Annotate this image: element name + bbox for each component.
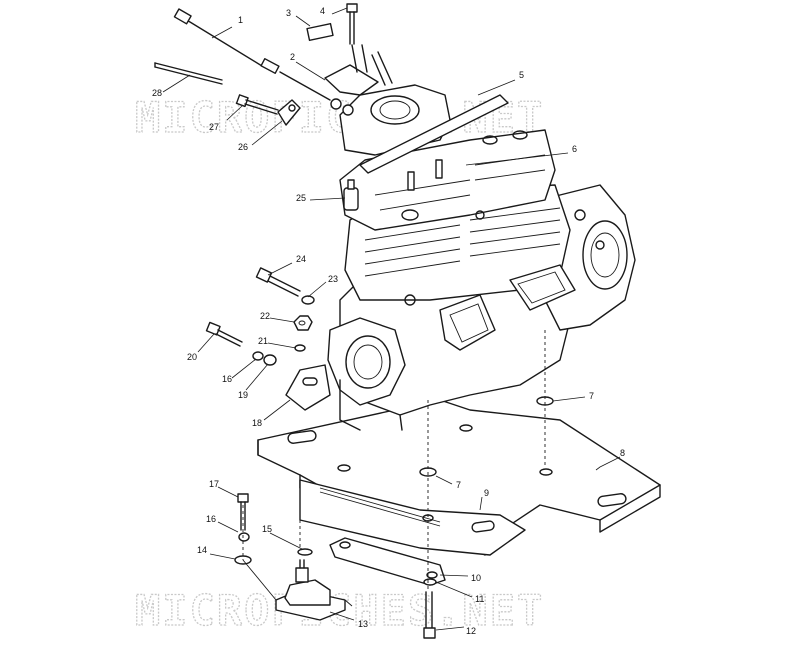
washer-11 [423, 578, 437, 586]
callout-8: 8 [620, 448, 625, 458]
engine-block [327, 84, 636, 431]
callout-25: 25 [296, 193, 306, 203]
adjuster-screw [235, 94, 279, 115]
mount-bolt-24 [255, 267, 301, 297]
decal-label [306, 22, 334, 42]
rubber-engine-mount [275, 559, 346, 621]
callout-18: 18 [252, 418, 262, 428]
mount-bolt-20 [205, 321, 243, 347]
callout-23: 23 [328, 274, 338, 284]
lock-washer-16-lower [238, 532, 250, 542]
mount-bolt-17 [237, 493, 249, 531]
callout-22: 22 [260, 311, 270, 321]
callout-4: 4 [320, 6, 325, 16]
callout-1: 1 [238, 15, 243, 25]
callout-28: 28 [152, 88, 162, 98]
callout-6: 6 [572, 144, 577, 154]
engine-mount-plate [257, 399, 661, 556]
callout-5: 5 [519, 70, 524, 80]
callout-2: 2 [290, 52, 295, 62]
washer-21 [294, 344, 306, 352]
callout-27: 27 [209, 122, 219, 132]
callout-7-upper: 7 [589, 391, 594, 401]
callout-7-lower: 7 [456, 480, 461, 490]
callout-17: 17 [209, 479, 219, 489]
mount-bolt-12 [423, 591, 436, 639]
lock-washer-23 [301, 295, 315, 305]
callout-10: 10 [471, 573, 481, 583]
bracket-screw [346, 3, 358, 45]
callout-14: 14 [197, 545, 207, 555]
spark-plug [407, 159, 443, 191]
callout-12: 12 [466, 626, 476, 636]
throttle-cable [173, 8, 354, 116]
callout-24: 24 [296, 254, 306, 264]
angle-bracket-18 [285, 364, 331, 411]
callout-20: 20 [187, 352, 197, 362]
throttle-lever [277, 99, 301, 126]
temperature-sensor [343, 179, 359, 211]
callout-26: 26 [238, 142, 248, 152]
cable-bracket [324, 44, 393, 96]
cable-rod [154, 62, 223, 85]
callout-16-upper: 16 [222, 374, 232, 384]
callout-15: 15 [262, 524, 272, 534]
mount-gasket [329, 537, 446, 586]
washer-15 [297, 548, 313, 556]
leader-lines [162, 7, 621, 631]
callout-numbers: 1 2 3 4 5 6 7 7 8 9 10 11 12 13 14 15 16… [152, 6, 625, 636]
callout-19: 19 [238, 390, 248, 400]
flat-washer-19 [263, 354, 277, 366]
callout-16-lower: 16 [206, 514, 216, 524]
callout-13: 13 [358, 619, 368, 629]
lock-washer-16 [252, 351, 264, 361]
callout-3: 3 [286, 8, 291, 18]
callout-11: 11 [475, 594, 484, 604]
callout-9: 9 [484, 488, 489, 498]
hex-nut-22 [293, 315, 313, 331]
callout-21: 21 [258, 336, 268, 346]
